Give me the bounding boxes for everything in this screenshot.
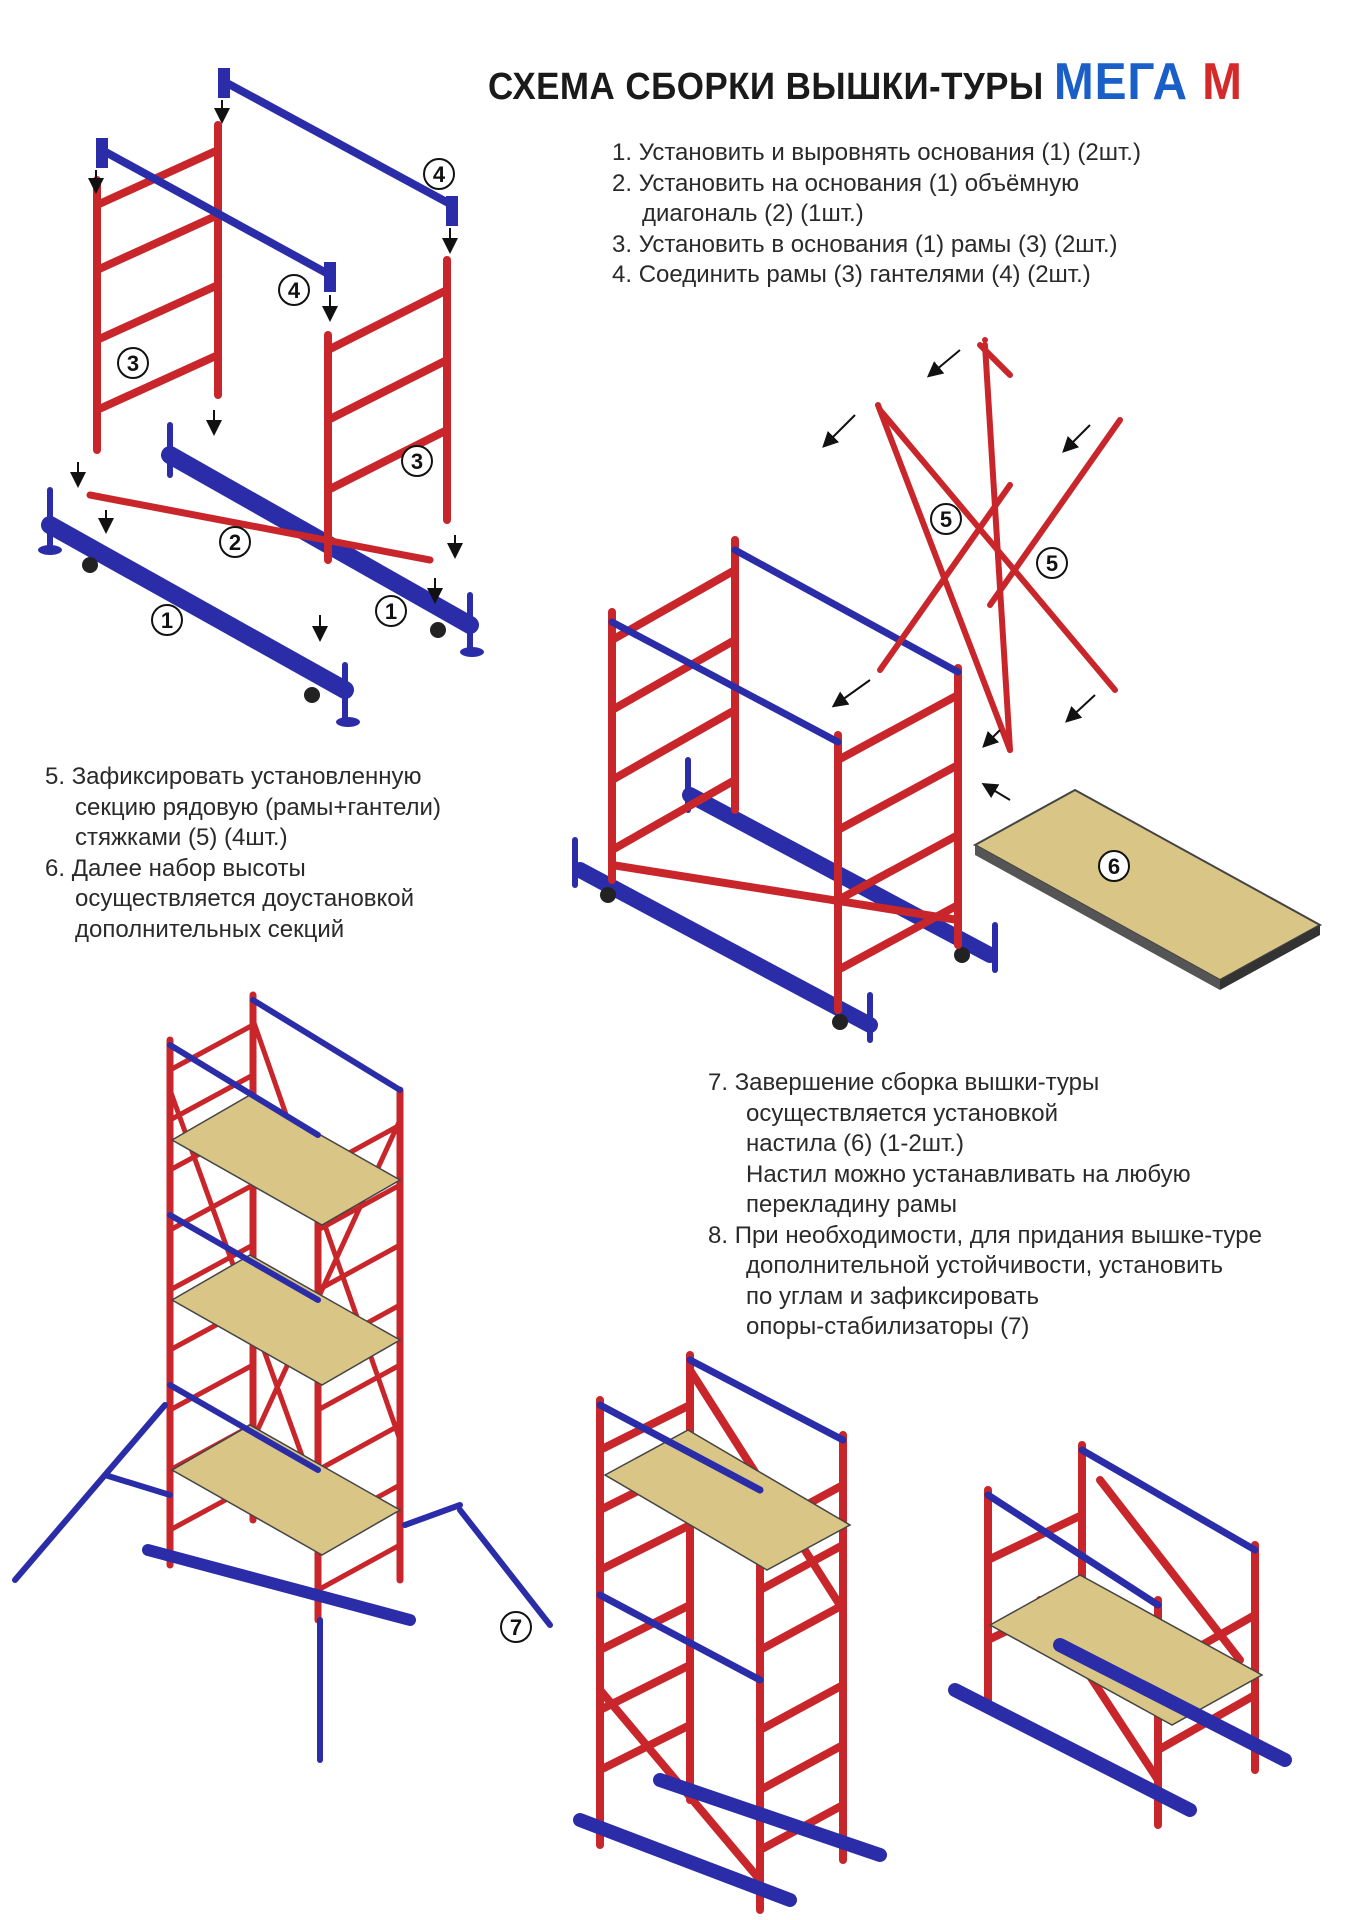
svg-text:4: 4 <box>433 162 446 187</box>
svg-text:3: 3 <box>411 449 423 474</box>
small-tower-dumbbells <box>984 1446 1259 1609</box>
steps-block-2: 5. Зафиксировать установленную секцию ря… <box>45 762 441 945</box>
step-1: 1. Установить и выровнять основания (1) … <box>612 139 1141 166</box>
page-title: СХЕМА СБОРКИ ВЫШКИ-ТУРЫ МЕГА М <box>488 52 1243 112</box>
section-frames <box>608 536 962 1014</box>
volumetric-diagonal <box>86 491 434 564</box>
ties-braces <box>875 337 1123 753</box>
tag-base-b: 1 <box>375 595 407 627</box>
step-4: 4. Соединить рамы (3) гантелями (4) (2шт… <box>612 261 1091 288</box>
stage2-section-assembly <box>572 337 1323 1043</box>
step-7-cont-3: Настил можно устанавливать на любую <box>746 1160 1191 1188</box>
step-7-cont-4: перекладину рамы <box>746 1191 957 1218</box>
steps-block-1: 1. Установить и выровнять основания (1) … <box>612 138 1141 291</box>
tag-frame-a: 3 <box>117 347 149 379</box>
stage4-medium-tower <box>573 1351 887 1914</box>
brand-name: МЕГА <box>1053 53 1188 111</box>
tag-dumbbell-a: 4 <box>423 158 455 190</box>
brace-arrows <box>822 349 1096 801</box>
svg-text:4: 4 <box>288 278 301 303</box>
medium-tower-deck <box>603 1429 852 1571</box>
tower-decks <box>170 1094 402 1556</box>
step-8-cont-3: опоры-стабилизаторы (7) <box>746 1313 1030 1340</box>
medium-tower-dumbbells <box>596 1356 847 1684</box>
step-7-cont-2: настила (6) (1-2шт.) <box>746 1130 964 1157</box>
step-2-cont: диагональ (2) (1шт.) <box>642 200 864 227</box>
tag-brace-a: 5 <box>930 503 962 535</box>
dumbbell-middle <box>96 138 336 292</box>
step-7-cont-1: осуществляется установкой <box>746 1099 1058 1127</box>
brand-suffix: М <box>1202 53 1243 111</box>
base-beam-front <box>38 487 360 727</box>
part-tags: 1 1 2 3 3 4 4 5 5 6 7 <box>117 158 1130 1643</box>
section-base <box>572 757 998 1043</box>
tag-base-a: 1 <box>151 604 183 636</box>
step-3: 3. Установить в основания (1) рамы (3) (… <box>612 230 1118 258</box>
svg-text:1: 1 <box>161 608 173 633</box>
step-8-cont-1: дополнительной устойчивости, установить <box>746 1252 1224 1279</box>
tag-frame-b: 3 <box>401 445 433 477</box>
section-dumbbells <box>608 546 962 746</box>
steps-block-3: 7. Завершение сборка вышки-туры осуществ… <box>708 1068 1262 1343</box>
deck-platform <box>972 788 1323 990</box>
small-tower-base <box>948 1638 1292 1817</box>
svg-text:6: 6 <box>1108 854 1120 879</box>
ladder-frame-right <box>324 256 451 564</box>
tag-stabilizer: 7 <box>500 1611 532 1643</box>
svg-text:7: 7 <box>510 1615 522 1640</box>
tag-deck: 6 <box>1098 850 1130 882</box>
ladder-frame-left <box>93 121 222 454</box>
step-6-cont-1: осуществляется доустановкой <box>75 885 415 912</box>
step-8: 8. При необходимости, для придания вышке… <box>708 1221 1262 1249</box>
svg-text:5: 5 <box>1046 551 1058 576</box>
svg-text:1: 1 <box>385 599 397 624</box>
dumbbell-top <box>218 68 458 226</box>
medium-tower-frames <box>596 1351 847 1914</box>
small-tower-deck <box>988 1574 1264 1726</box>
step-6-cont-2: дополнительных секций <box>75 915 345 943</box>
stage3-tall-tower <box>12 991 553 1763</box>
step-2: 2. Установить на основания (1) объёмную <box>612 169 1080 197</box>
stabilizer-legs <box>12 1402 553 1763</box>
stage4-small-tower <box>948 1441 1292 1829</box>
brand-logo: МЕГА М <box>1054 53 1243 111</box>
tag-diagonal: 2 <box>219 526 251 558</box>
svg-text:5: 5 <box>940 507 952 532</box>
svg-text:3: 3 <box>127 351 139 376</box>
tower-dumbbells <box>167 997 403 1473</box>
tag-dumbbell-b: 4 <box>278 274 310 306</box>
step-8-cont-2: по углам и зафиксировать <box>746 1282 1040 1310</box>
step-6: 6. Далее набор высоты <box>45 854 306 882</box>
step-5: 5. Зафиксировать установленную <box>45 763 422 790</box>
insert-arrows <box>70 100 463 642</box>
tag-brace-b: 5 <box>1036 547 1068 579</box>
step-5-cont-1: секцию рядовую (рамы+гантели) <box>75 793 441 821</box>
svg-text:2: 2 <box>229 530 241 555</box>
stage1-exploded-assembly <box>38 68 484 727</box>
title-main: СХЕМА СБОРКИ ВЫШКИ-ТУРЫ <box>488 66 1044 108</box>
step-5-cont-2: стяжками (5) (4шт.) <box>75 824 288 851</box>
tower-base <box>142 1544 416 1626</box>
medium-tower-base <box>573 1773 887 1907</box>
step-7: 7. Завершение сборка вышки-туры <box>708 1069 1100 1096</box>
